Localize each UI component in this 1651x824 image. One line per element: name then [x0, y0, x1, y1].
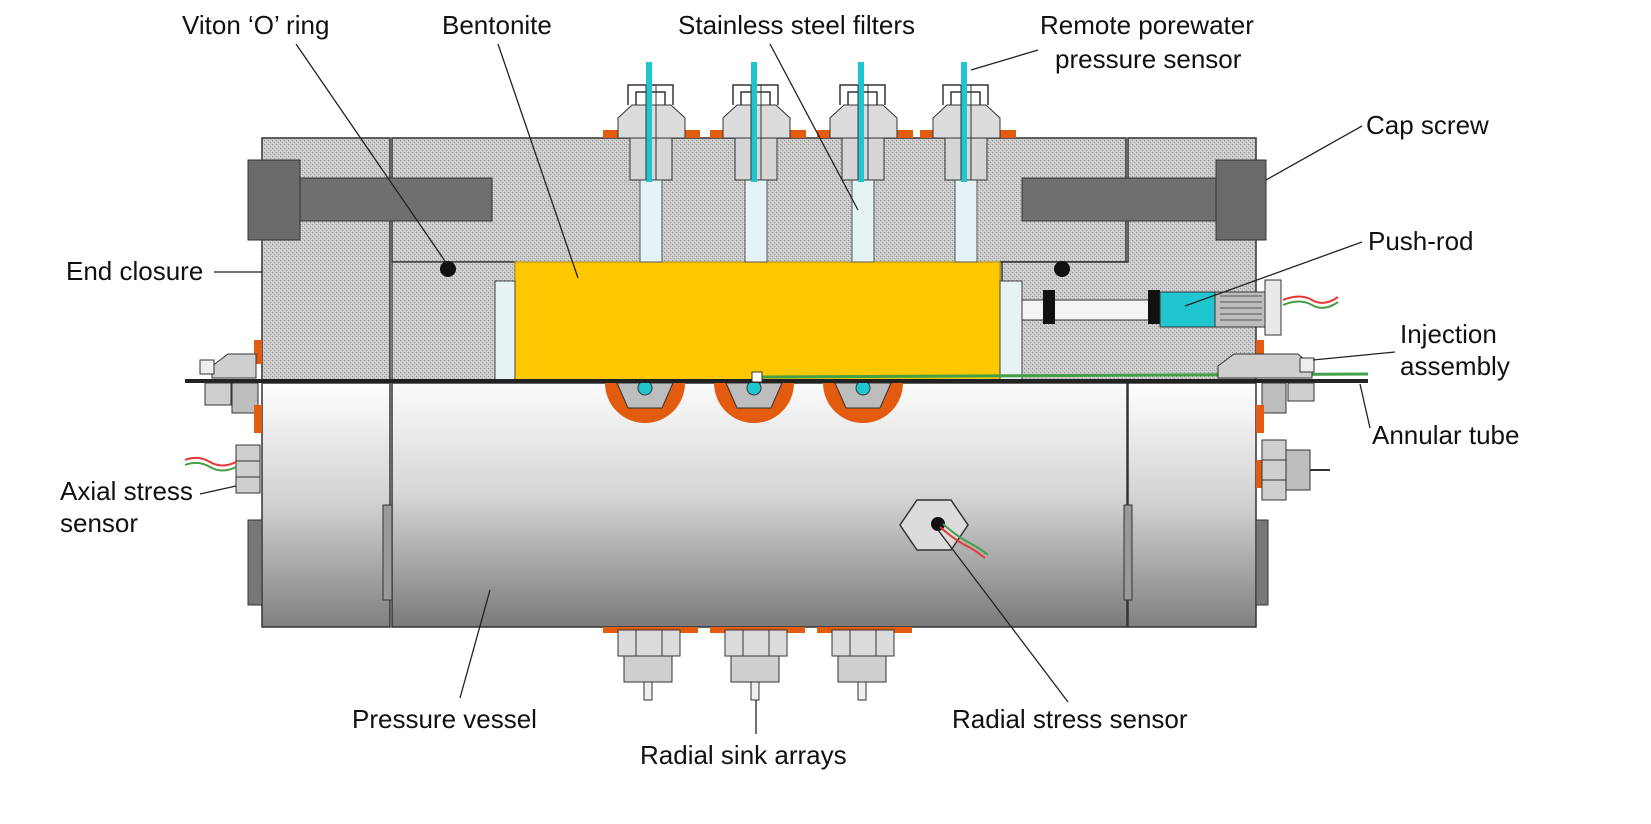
leader-cap-screw: [1265, 125, 1363, 181]
leader-lines: [199, 43, 1396, 734]
radial-sink-discs: [605, 380, 903, 423]
leader-bentonite: [497, 43, 579, 279]
pw-fitting-3: [817, 62, 913, 182]
radial-sink-fitting-2: [710, 627, 805, 701]
diagram-labels: Viton ‘O’ ring Bentonite Stainless steel…: [60, 10, 1519, 770]
radial-sink-fitting-3: [817, 627, 912, 701]
label-push-rod: Push-rod: [1368, 226, 1474, 256]
radial-sink-nut-icon: [603, 627, 912, 701]
label-pressure-vessel: Pressure vessel: [352, 704, 537, 734]
label-viton-o-ring: Viton ‘O’ ring: [182, 10, 329, 40]
right-axial-stress-sensor: [1256, 405, 1330, 501]
label-axial-line2: sensor: [60, 508, 138, 538]
push-rod-collar-1: [1043, 290, 1055, 324]
filter-channel-3: [851, 179, 875, 263]
left-o-ring: [440, 261, 456, 277]
porewater-sensor-fitting-icon: [603, 62, 1016, 182]
sectioned-upper-body: [247, 137, 1282, 382]
left-cap-screw-head: [247, 159, 301, 241]
leader-viton-o-ring: [295, 43, 448, 265]
right-flange: [1127, 382, 1257, 628]
pw-fitting-1: [603, 62, 700, 182]
leader-push-rod: [1184, 241, 1363, 307]
right-spacer-plate: [999, 280, 1023, 382]
right-cap-screw-head: [1215, 159, 1267, 241]
right-injection-assembly: [1217, 340, 1315, 414]
radial-sink-fitting-1: [603, 627, 698, 701]
right-bolt-head: [1255, 519, 1269, 606]
right-cap-screw-shank: [1021, 177, 1219, 222]
pw-fitting-4: [920, 62, 1016, 182]
leader-radial-stress: [937, 529, 1069, 703]
label-injection-line1: Injection: [1400, 319, 1497, 349]
hex-stress-sensor-icon: [899, 499, 989, 559]
left-flange: [261, 382, 391, 628]
label-axial-line1: Axial stress: [60, 476, 193, 506]
label-end-closure: End closure: [66, 256, 203, 286]
leader-injection: [1312, 351, 1396, 361]
push-rod-collar-2: [1148, 290, 1160, 324]
radial-sink-disc-1: [605, 380, 685, 423]
radial-sink-disc-2: [714, 380, 794, 423]
push-rod-piston: [1159, 291, 1216, 328]
label-bentonite: Bentonite: [442, 10, 552, 40]
push-rod-cylinder: [1214, 291, 1266, 328]
left-axial-stress-sensor: [184, 405, 262, 494]
label-injection-line2: assembly: [1400, 351, 1510, 381]
left-cap-screw-shank: [299, 177, 493, 222]
label-cap-screw: Cap screw: [1366, 110, 1489, 140]
leader-stainless-filters: [769, 43, 859, 211]
pw-fitting-2: [710, 62, 806, 182]
leader-remote-pw: [970, 49, 1039, 71]
label-radial-sink-arrays: Radial sink arrays: [640, 740, 847, 770]
filter-channel-1: [639, 179, 663, 263]
left-bolt-head: [247, 519, 263, 606]
left-injection-assembly: [199, 340, 262, 414]
push-rod-end-cap: [1264, 279, 1282, 336]
label-annular-tube: Annular tube: [1372, 420, 1519, 450]
axial-stress-sensor-icon: [184, 405, 1330, 501]
label-remote-pw-line2: pressure sensor: [1055, 44, 1242, 74]
filter-channel-2: [744, 179, 768, 263]
filter-channel-4: [954, 179, 978, 263]
leader-annular-tube: [1359, 383, 1371, 429]
vessel-body: [391, 382, 1128, 628]
left-spacer-plate: [494, 280, 516, 382]
left-bolt-head-2: [382, 504, 393, 601]
radial-sink-disc-3: [823, 380, 903, 423]
bentonite-sample: [514, 261, 1001, 382]
leader-axial-stress: [199, 485, 237, 495]
right-o-ring: [1054, 261, 1070, 277]
push-rod-wire: [1282, 295, 1339, 309]
push-rod-cylinder-ribs: [1220, 295, 1262, 321]
label-remote-pw-line1: Remote porewater: [1040, 10, 1254, 40]
injection-fitting-icon: [199, 340, 1315, 414]
label-stainless-steel-filters: Stainless steel filters: [678, 10, 915, 40]
filter-channels: [639, 179, 978, 263]
label-radial-stress-sensor: Radial stress sensor: [952, 704, 1188, 734]
leader-pressure-vessel: [459, 589, 491, 699]
right-bolt-head-2: [1123, 504, 1133, 601]
